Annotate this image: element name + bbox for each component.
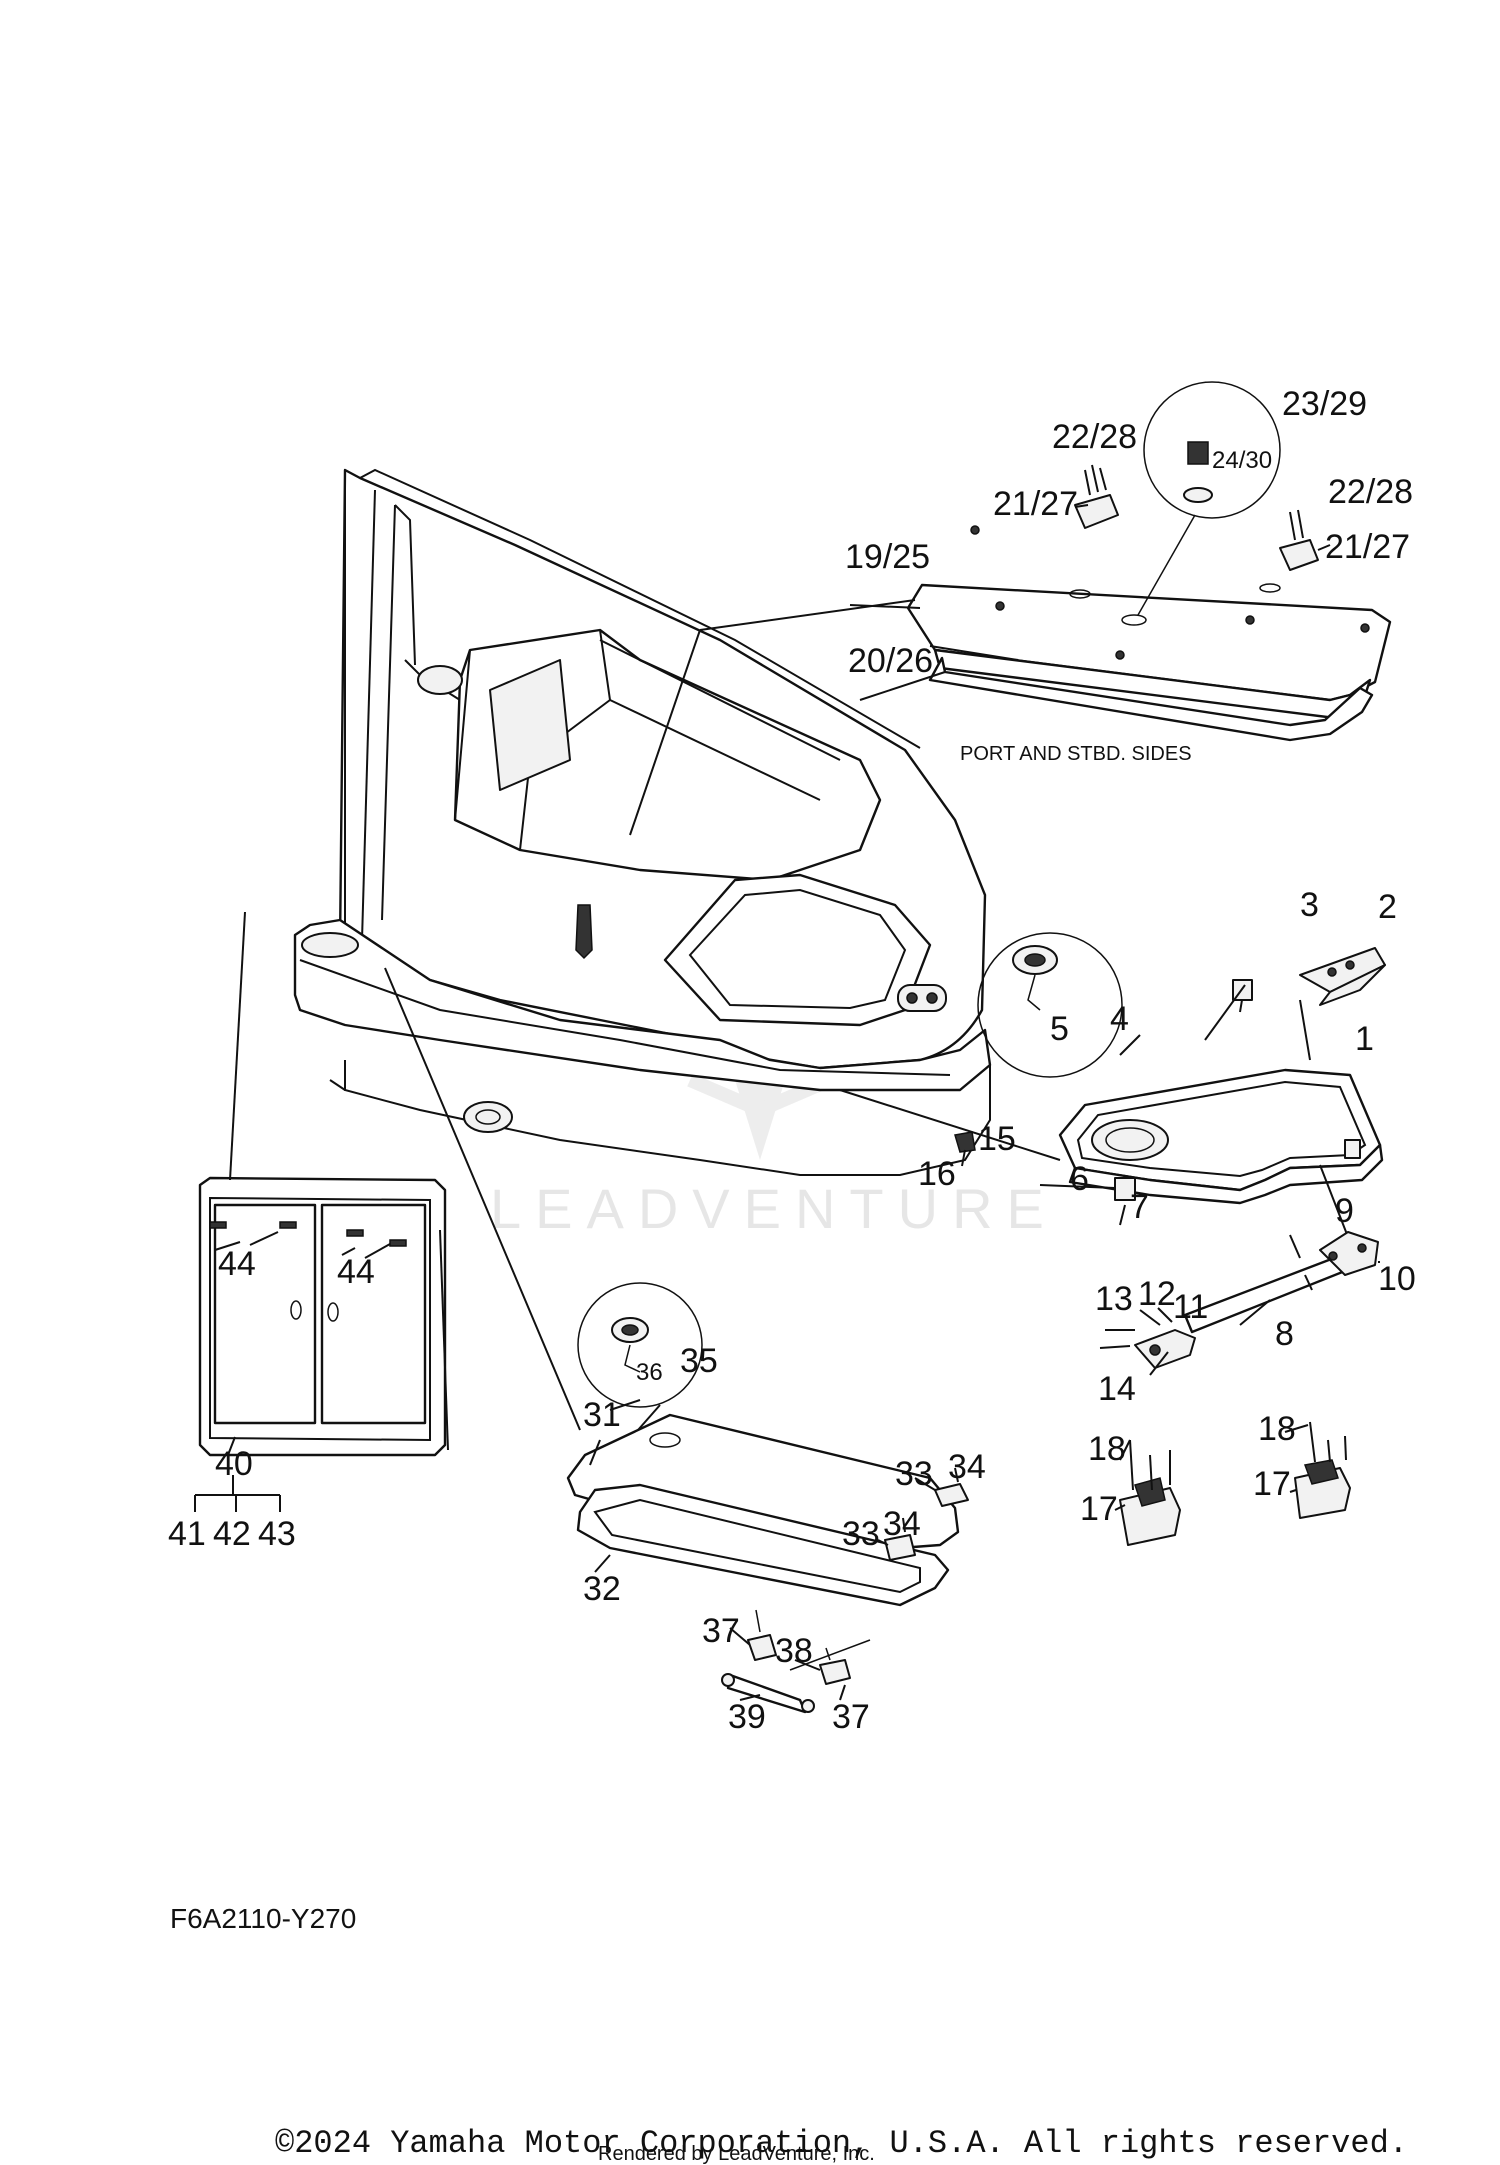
callout-44b: 44 <box>337 1253 375 1291</box>
callout-7: 7 <box>1130 1188 1149 1226</box>
watermark-text: LEADVENTURE <box>490 1177 1058 1240</box>
callout-16: 16 <box>918 1155 956 1193</box>
lower-lid-gasket-32 <box>576 1483 950 1607</box>
callout-18b: 18 <box>1258 1410 1296 1448</box>
callout-17a: 17 <box>1080 1490 1118 1528</box>
drain-plug-icon <box>1187 441 1209 465</box>
callout-4: 4 <box>1110 1000 1129 1038</box>
latch-receiver-17b <box>1294 1421 1351 1519</box>
callout-22-28b: 22/28 <box>1328 473 1413 511</box>
hardware-33-34 <box>884 1467 969 1561</box>
callout-23-29: 23/29 <box>1282 385 1367 423</box>
hinge-2-3 <box>1299 947 1386 1006</box>
callout-8: 8 <box>1275 1315 1294 1353</box>
copyright-text: ©2024 Yamaha Motor Corporation, U.S.A. A… <box>275 2125 1408 2162</box>
callout-10: 10 <box>1378 1260 1416 1298</box>
side-lid-gasket-20-26 <box>928 656 1374 742</box>
callout-11: 11 <box>1173 1288 1208 1326</box>
callout-6: 6 <box>1070 1160 1089 1198</box>
callout-13: 13 <box>1095 1280 1133 1318</box>
nose-vent <box>897 984 947 1012</box>
watermark-logo-stroke <box>687 1073 833 1118</box>
door-assembly-40 <box>198 1176 449 1457</box>
callout-18a: 18 <box>1088 1430 1126 1468</box>
callout-21-27a: 21/27 <box>993 485 1078 523</box>
side-fitting <box>463 1101 513 1133</box>
callout-32: 32 <box>583 1570 621 1608</box>
callout-5: 5 <box>1050 1010 1069 1048</box>
leader-lines <box>214 504 1380 1701</box>
clip-15-16 <box>954 1131 976 1167</box>
hull-latch-post <box>575 904 593 960</box>
callout-37b: 37 <box>832 1698 870 1736</box>
callout-43: 43 <box>258 1515 296 1553</box>
plug-washer <box>1183 487 1213 503</box>
front-storage-lid-1 <box>1058 1068 1384 1205</box>
callout-33a: 33 <box>895 1455 933 1493</box>
front-storage-opening <box>663 873 932 1027</box>
rendered-by-text: Rendered by LeadVenture, Inc. <box>598 2143 875 2165</box>
callout-20-26: 20/26 <box>848 642 933 680</box>
door-right <box>320 1203 427 1425</box>
callout-38: 38 <box>775 1632 813 1670</box>
lower-strut-39 <box>721 1673 815 1714</box>
callout-35: 35 <box>680 1342 718 1380</box>
strut-bracket-9-10 <box>1319 1231 1379 1276</box>
footer: ©2024 Yamaha Motor Corporation, U.S.A. A… <box>275 2125 1408 2165</box>
deck-cup <box>417 665 463 695</box>
hinge-bracket-21-27-right <box>1279 509 1319 571</box>
callout-24-30: 24/30 <box>1212 447 1272 474</box>
lid-drain-boss <box>1091 1119 1169 1161</box>
callout-34a: 34 <box>948 1448 986 1486</box>
callouts: 1 2 3 4 5 6 7 8 9 10 11 12 13 14 15 16 1… <box>168 385 1416 1934</box>
callout-39: 39 <box>728 1698 766 1736</box>
callout-36: 36 <box>636 1359 663 1386</box>
callout-22-28a: 22/28 <box>1052 418 1137 456</box>
callout-14: 14 <box>1098 1370 1136 1408</box>
callout-1: 1 <box>1355 1020 1374 1058</box>
port-stbd-note: PORT AND STBD. SIDES <box>960 743 1192 765</box>
callout-2: 2 <box>1378 888 1397 926</box>
callout-34b: 34 <box>883 1505 921 1543</box>
callout-15: 15 <box>978 1120 1016 1158</box>
inner-pocket <box>489 659 571 791</box>
latch-receiver-17a <box>1119 1439 1181 1546</box>
diagram-code: F6A2110-Y270 <box>170 1903 356 1934</box>
strut-bracket-14 <box>1099 1307 1196 1369</box>
door-left <box>213 1203 317 1425</box>
callout-37a: 37 <box>702 1612 740 1650</box>
callout-3: 3 <box>1300 886 1319 924</box>
callout-17b: 17 <box>1253 1465 1291 1503</box>
hinge-bracket-21-27-left <box>1074 464 1119 529</box>
callout-19-25: 19/25 <box>845 538 930 576</box>
callout-44a: 44 <box>218 1245 256 1283</box>
callout-33b: 33 <box>842 1515 880 1553</box>
detail-circle-4-5 <box>977 932 1123 1078</box>
callout-21-27b: 21/27 <box>1325 528 1410 566</box>
callout-40: 40 <box>215 1445 253 1483</box>
hull-deck-assembly <box>293 468 992 1176</box>
callout-41: 41 <box>168 1515 206 1553</box>
brackets-37-38 <box>747 1609 871 1685</box>
callout-42: 42 <box>213 1515 251 1553</box>
side-storage-lid-assembly <box>906 525 1392 742</box>
callout-tree-40 <box>194 1475 281 1512</box>
callout-31: 31 <box>583 1396 621 1434</box>
detail-circle-23-29 <box>1137 381 1281 616</box>
detail-circle-35-36 <box>577 1282 703 1408</box>
cleat-port <box>301 932 359 958</box>
callout-12: 12 <box>1138 1275 1176 1313</box>
callout-9: 9 <box>1335 1192 1354 1230</box>
